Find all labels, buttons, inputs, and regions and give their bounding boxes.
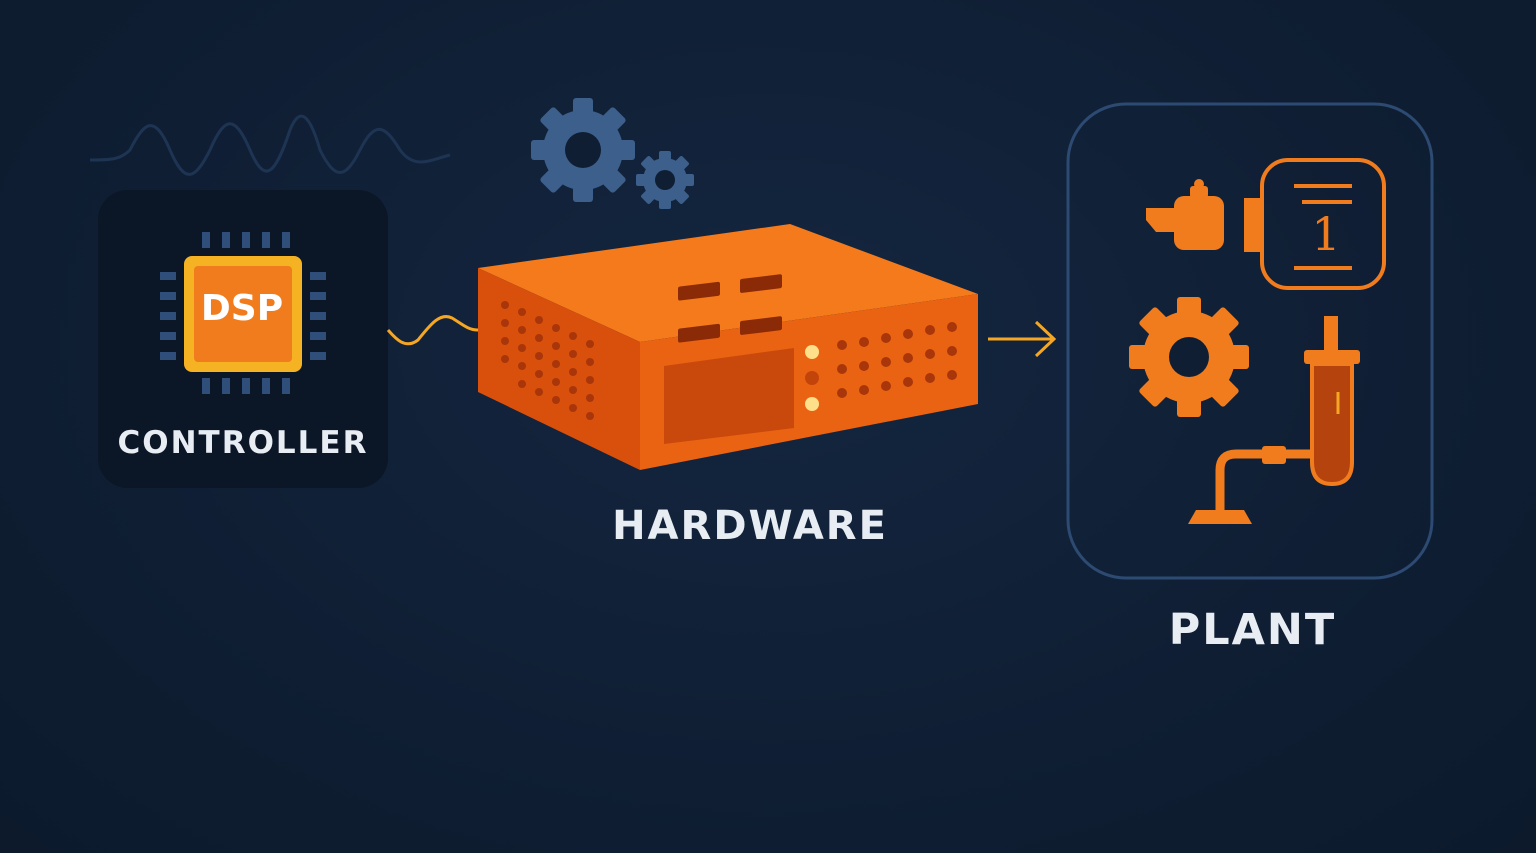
plant-label: PLANT <box>1168 605 1337 655</box>
controller-label: CONTROLLER <box>117 425 369 461</box>
sine-wave-icon <box>89 114 451 176</box>
arrow-right-icon <box>988 320 1057 358</box>
server-box-icon <box>478 224 978 470</box>
actuator-icon <box>1146 179 1224 250</box>
chip-label: DSP <box>200 288 284 329</box>
display-icon <box>1244 158 1386 290</box>
chip-icon <box>160 232 326 394</box>
test-tube-icon <box>1188 316 1360 524</box>
hardware-label: HARDWARE <box>612 503 888 549</box>
display-digit: 1 <box>1311 207 1341 261</box>
plant-panel <box>1066 102 1434 580</box>
gear-icon <box>531 98 694 209</box>
gear-icon <box>1129 297 1249 417</box>
signal-wire <box>386 315 479 346</box>
